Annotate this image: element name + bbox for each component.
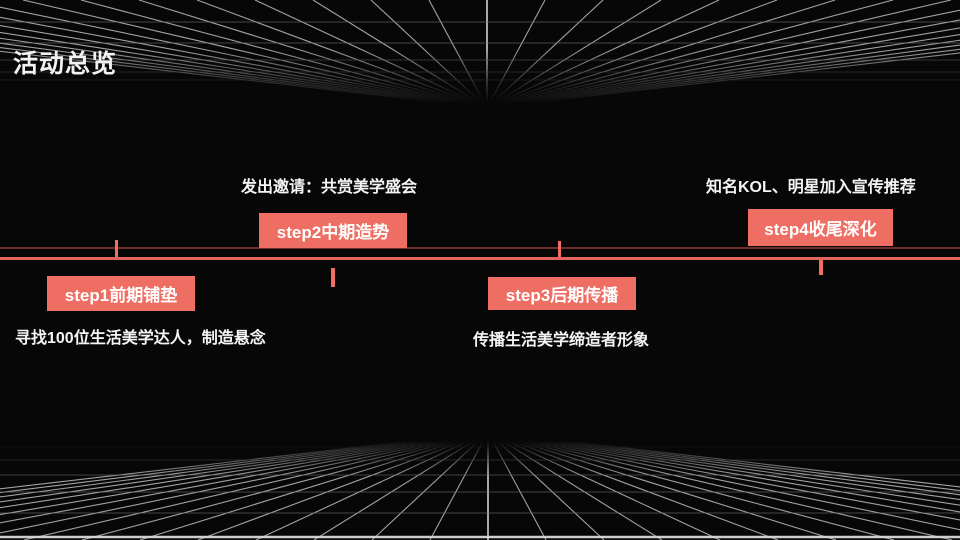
step1-box: step1前期铺垫: [47, 276, 195, 311]
step1-note: 寻找100位生活美学达人，制造悬念: [15, 330, 266, 347]
step4-label: step4收尾深化: [764, 220, 877, 239]
step3-box: step3后期传播: [488, 277, 636, 310]
step2-label: step2中期造势: [276, 223, 390, 242]
timeline-line: [0, 257, 960, 260]
page-title: 活动总览: [13, 50, 118, 78]
perspective-grid-top: [0, 0, 960, 120]
timeline-tick-step3: [558, 241, 561, 257]
step3-note: 传播生活美学缔造者形象: [473, 332, 650, 349]
timeline-tick-step2: [331, 268, 335, 287]
timeline-secondary-line: [0, 247, 960, 249]
step4-note: 知名KOL、明星加入宣传推荐: [706, 179, 916, 196]
step2-box: step2中期造势: [259, 213, 407, 248]
step4-box: step4收尾深化: [748, 209, 893, 246]
step2-note: 发出邀请：共赏美学盛会: [241, 179, 418, 196]
step1-label: step1前期铺垫: [64, 286, 178, 305]
timeline-tick-step4: [819, 260, 823, 275]
step3-label: step3后期传播: [505, 286, 619, 305]
timeline-tick-step1: [115, 240, 118, 257]
perspective-grid-bottom: [0, 425, 960, 540]
